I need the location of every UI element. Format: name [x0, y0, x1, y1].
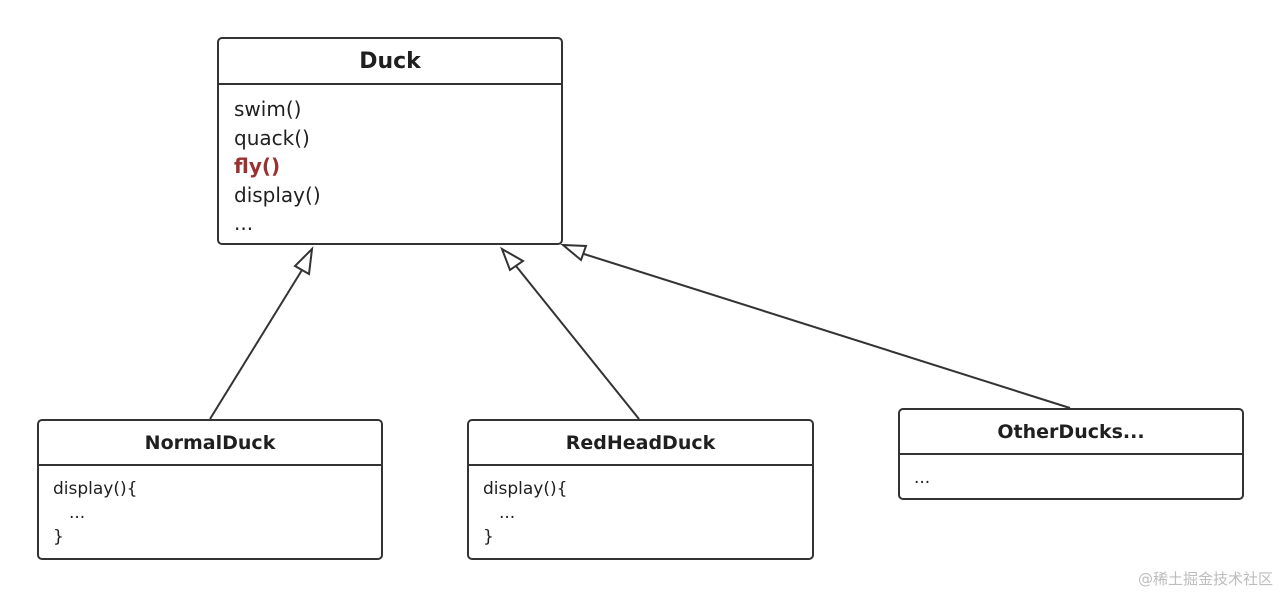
method-display-open: display(){: [53, 479, 138, 499]
inheritance-line-normalduck: [209, 269, 303, 420]
method-body-ellipsis: ...: [499, 503, 516, 523]
method-swim: swim(): [234, 97, 302, 121]
redheadduck-class-members: display(){ ... }: [469, 466, 812, 549]
duck-class-title: Duck: [219, 39, 561, 85]
method-display-open: display(){: [483, 479, 568, 499]
method-display-close: }: [483, 527, 494, 547]
inheritance-line-redheadduck: [515, 265, 640, 420]
inheritance-arrowhead-normalduck: [293, 246, 314, 276]
duck-class-members: swim() quack() fly() display() ...: [219, 85, 561, 238]
inheritance-line-otherducks: [583, 253, 1071, 409]
inheritance-arrowhead-redheadduck: [500, 246, 525, 272]
otherducks-class-title: OtherDucks...: [900, 410, 1242, 455]
otherducks-class-box[interactable]: OtherDucks... ...: [898, 408, 1244, 500]
otherducks-class-members: ...: [900, 455, 1242, 490]
watermark-text: @稀土掘金技术社区: [1137, 570, 1273, 588]
redheadduck-class-title: RedHeadDuck: [469, 421, 812, 466]
normalduck-class-box[interactable]: NormalDuck display(){ ... }: [37, 419, 383, 560]
members-ellipsis: ...: [914, 468, 931, 488]
duck-class-box[interactable]: Duck swim() quack() fly() display() ...: [217, 37, 563, 245]
method-display-close: }: [53, 527, 64, 547]
normalduck-class-title: NormalDuck: [39, 421, 381, 466]
inheritance-arrowhead-otherducks: [560, 243, 588, 262]
method-fly-highlighted: fly(): [234, 154, 281, 178]
members-ellipsis: ...: [234, 211, 254, 235]
method-quack: quack(): [234, 125, 310, 150]
method-display: display(): [234, 182, 321, 207]
method-body-ellipsis: ...: [69, 503, 86, 523]
redheadduck-class-box[interactable]: RedHeadDuck display(){ ... }: [467, 419, 814, 560]
normalduck-class-members: display(){ ... }: [39, 466, 381, 549]
